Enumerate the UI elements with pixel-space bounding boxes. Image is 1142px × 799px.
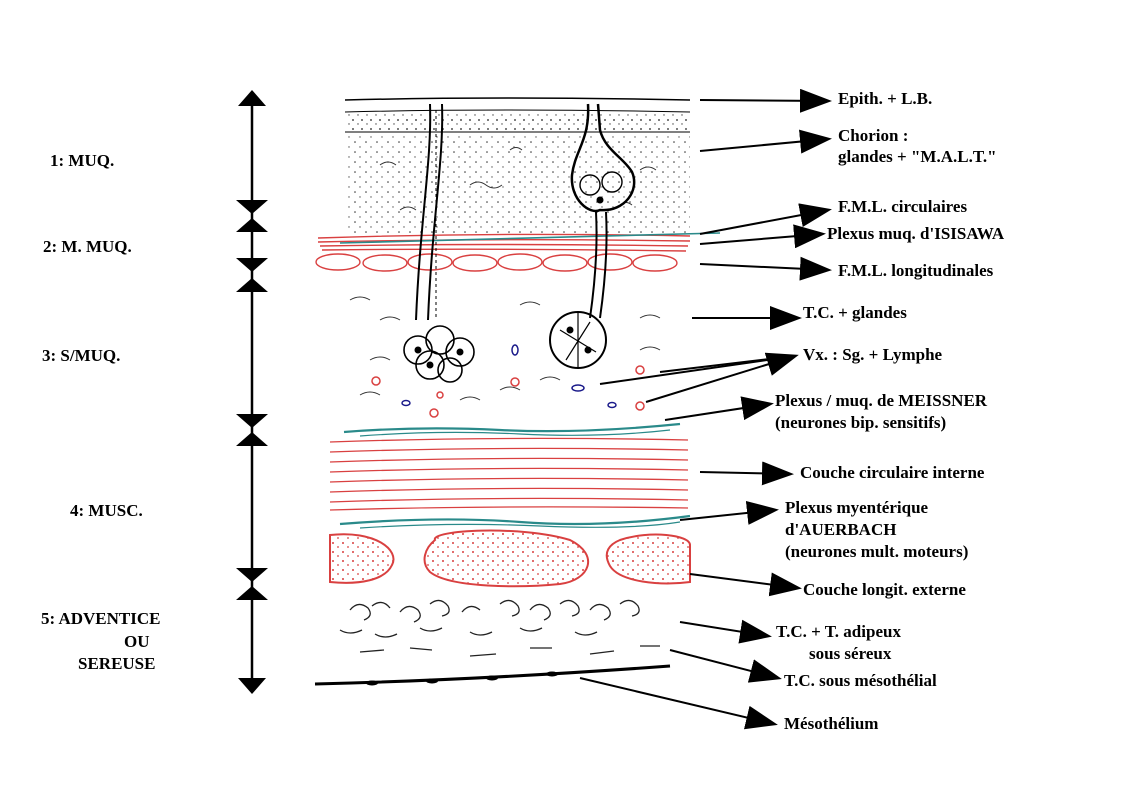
arrow-icon [700,210,828,234]
annotation-tc-adipeux: T.C. + T. adipeux [776,621,901,642]
annotation-vaisseaux: Vx. : Sg. + Lymphe [803,344,942,365]
arrow-icon [600,356,795,384]
annotation-plexus-myenterique: Plexus myentérique [785,497,928,518]
layer-label-adventice: 5: ADVENTICE [41,608,161,629]
arrow-icon [700,234,822,244]
arrow-icon [690,574,798,588]
annotation-tc-glandes: T.C. + glandes [803,302,907,323]
arrow-icon [646,356,795,402]
serosa-layer [340,600,660,656]
layer-label-muscularis-mucosae: 2: M. MUQ. [43,236,132,257]
mucosa-layer [345,98,690,233]
layer-label-sereuse: SEREUSE [78,653,155,674]
annotation-sous-sereux: sous séreux [809,643,891,664]
annotation-meissner-neurones: (neurones bip. sensitifs) [775,412,946,433]
arrow-icon [680,622,768,636]
arrow-icon [580,678,774,724]
arrowhead-icon [238,90,266,106]
arrow-icon [700,100,828,101]
layer-label-musculeuse: 4: MUSC. [70,500,143,521]
layer-label-ou: OU [124,631,150,652]
mesothelium-line [315,666,670,686]
submucosa-layer [344,297,680,436]
annotation-couche-circulaire: Couche circulaire interne [800,462,984,483]
arrow-icon [700,472,790,474]
arrow-icon [670,650,778,678]
arrow-icon [680,510,775,520]
annotation-auerbach: d'AUERBACH [785,519,896,540]
muscularis-externa [330,438,690,586]
annotation-fml-circulaires: F.M.L. circulaires [838,196,967,217]
arrow-icon [665,404,770,420]
annotation-auerbach-neurones: (neurones mult. moteurs) [785,541,968,562]
muscularis-mucosae [316,233,720,271]
arrow-icon [700,139,828,151]
annotation-mesothelium: Mésothélium [784,713,878,734]
annotation-chorion-glandes: glandes + "M.A.L.T." [838,146,997,167]
layer-scale [236,90,268,694]
layer-label-muqueuse: 1: MUQ. [50,150,114,171]
annotation-fml-longitudinales: F.M.L. longitudinales [838,260,993,281]
arrowhead-icon [238,678,266,694]
annotation-couche-longit: Couche longit. externe [803,579,966,600]
annotation-chorion: Chorion : [838,125,908,146]
layer-label-sous-muqueuse: 3: S/MUQ. [42,345,120,366]
annotation-tc-sous-mesothelial: T.C. sous mésothélial [784,670,937,691]
annotation-epith: Epith. + L.B. [838,88,932,109]
annotation-plexus-isisawa: Plexus muq. d'ISISAWA [827,223,1004,244]
annotation-plexus-meissner: Plexus / muq. de MEISSNER [775,390,987,411]
arrow-icon [700,264,828,270]
